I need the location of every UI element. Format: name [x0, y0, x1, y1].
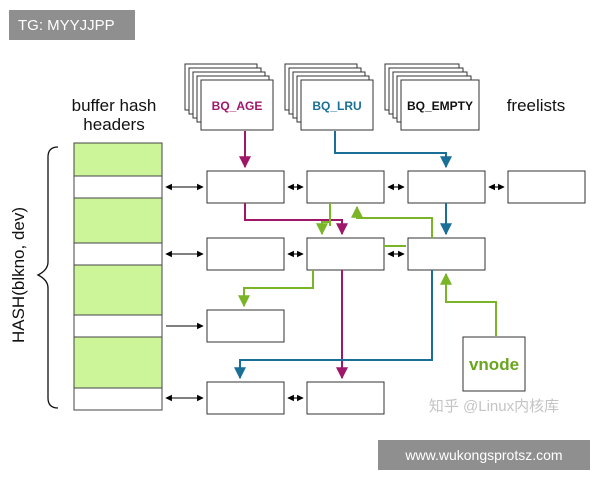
- hash-header-fill-2: [73, 197, 163, 244]
- buffer-r2-c2: [306, 237, 385, 271]
- hash-headers-label-2: headers: [83, 115, 144, 134]
- vnode-path: [238, 203, 497, 336]
- vnode-label: vnode: [469, 355, 519, 374]
- buffer-r3-c1: [206, 309, 285, 343]
- hash-header-fill-3: [73, 264, 163, 316]
- hash-chain-arrows: [165, 183, 505, 402]
- tg-watermark: TG: MYYJJPP: [9, 10, 135, 40]
- buffer-r2-c3: [407, 237, 486, 271]
- hash-header-slot-1: [73, 175, 163, 199]
- hash-header-slot-4: [73, 387, 163, 411]
- freelist-lru-label: BQ_LRU: [312, 99, 361, 113]
- hash-header-column: [73, 142, 163, 411]
- hash-header-slot-2: [73, 242, 163, 266]
- freelist-lru-stack: BQ_LRU: [284, 63, 374, 131]
- buffer-r1-c3: [407, 170, 486, 204]
- hash-header-fill-1: [73, 142, 163, 177]
- freelist-age-label: BQ_AGE: [212, 99, 263, 113]
- buffer-r4-c2: [306, 381, 385, 415]
- freelists-label: freelists: [507, 96, 566, 115]
- hash-header-fill-4: [73, 336, 163, 389]
- vnode-box: [462, 336, 526, 392]
- buffer-r4-c1: [206, 381, 285, 415]
- tg-watermark-text: TG: MYYJJPP: [18, 16, 115, 34]
- buffer-r1-c2: [306, 170, 385, 204]
- hash-headers-label-1: buffer hash: [72, 96, 157, 115]
- freelist-age-stack: BQ_AGE: [184, 63, 274, 131]
- buffer-boxes: [206, 170, 586, 415]
- hash-brace: [36, 146, 59, 409]
- hash-function-label: HASH(blkno, dev): [9, 207, 28, 343]
- freelist-empty-stack: BQ_EMPTY: [384, 63, 480, 131]
- buffer-r1-c1: [206, 170, 285, 204]
- url-watermark-text: www.wukongsprotsz.com: [405, 447, 563, 463]
- buffer-r1-c4: [507, 170, 586, 204]
- hash-header-slot-3: [73, 314, 163, 338]
- lru-freelist-path: [234, 131, 452, 380]
- freelist-empty-label: BQ_EMPTY: [407, 99, 473, 113]
- site-watermark: 知乎 @Linux内核库: [429, 398, 559, 415]
- url-watermark: www.wukongsprotsz.com: [378, 440, 590, 470]
- buffer-r2-c1: [206, 237, 285, 271]
